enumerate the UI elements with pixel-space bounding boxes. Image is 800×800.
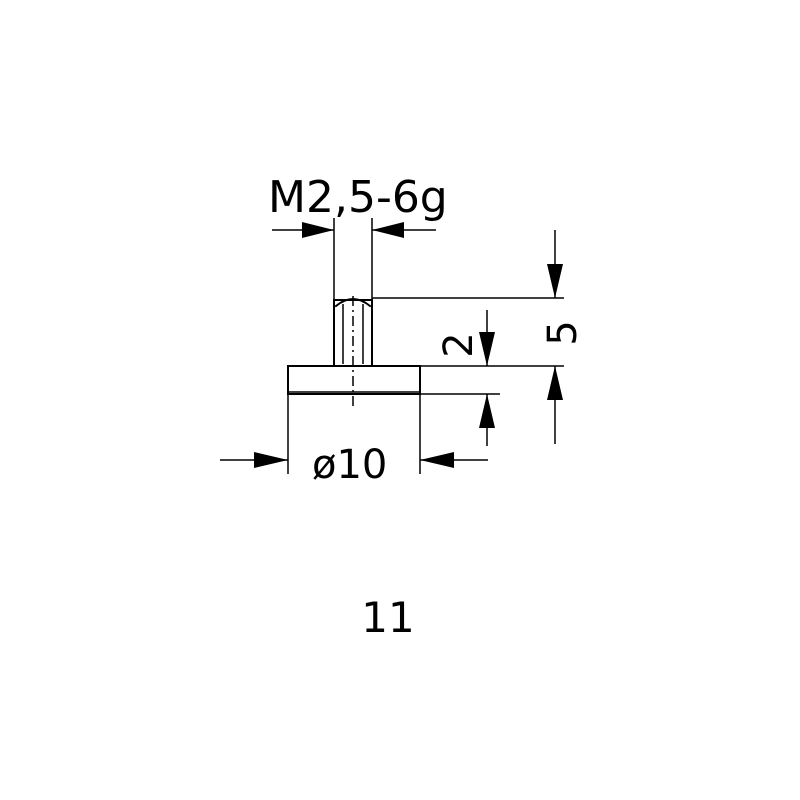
diameter-dimension xyxy=(220,394,488,474)
total-height-dimension xyxy=(547,230,563,444)
diameter-label: ø10 xyxy=(312,442,387,488)
pin-length-dimension xyxy=(479,310,495,446)
total-height-label: 5 xyxy=(540,320,586,345)
thread-dimension-arrows xyxy=(272,218,436,300)
pin-length-label: 2 xyxy=(436,332,482,357)
thread-dimension-label: M2,5-6g xyxy=(268,172,448,223)
contact-point-part xyxy=(287,296,421,408)
part-number-label: 11 xyxy=(361,593,414,642)
